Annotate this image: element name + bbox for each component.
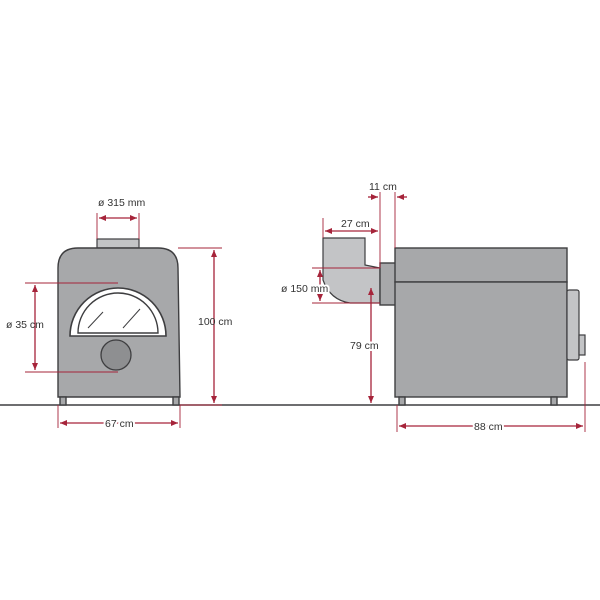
flue-elbow: [322, 237, 381, 304]
depth-label: 88 cm: [474, 421, 503, 433]
flue-diameter-label: ø 315 mm: [98, 197, 146, 209]
boiler-side-body: [394, 281, 568, 398]
side-leg-rear: [550, 396, 558, 406]
side-view: [322, 237, 586, 406]
front-dimensions: ø 315 mm 100 cm ø 35 cm 67 cm: [6, 197, 233, 432]
door-diameter-label: ø 35 cm: [6, 319, 44, 331]
door-glass: [77, 292, 159, 334]
ash-door: [100, 339, 132, 371]
front-leg-right: [172, 396, 180, 406]
width-label: 67 cm: [105, 418, 134, 430]
rear-cap-nub: [578, 334, 586, 356]
flue-offset-label: 27 cm: [341, 218, 370, 230]
flue-connector: [379, 262, 397, 306]
flue-collar: [96, 238, 140, 249]
height-label: 100 cm: [198, 316, 233, 328]
boiler-side-top: [394, 247, 568, 283]
glass-reflection: [87, 311, 104, 329]
side-leg-front: [398, 396, 406, 406]
front-view: [57, 238, 181, 406]
flue-height-label: 79 cm: [350, 340, 379, 352]
front-leg-left: [59, 396, 67, 406]
rear-cap: [566, 289, 580, 361]
glass-reflection: [122, 308, 141, 329]
side-dimensions: 11 cm 27 cm ø 150 mm 79 cm 88 cm: [279, 181, 586, 435]
offset-top-label: 11 cm: [369, 181, 397, 193]
inlet-diameter-label: ø 150 mm: [281, 283, 329, 295]
